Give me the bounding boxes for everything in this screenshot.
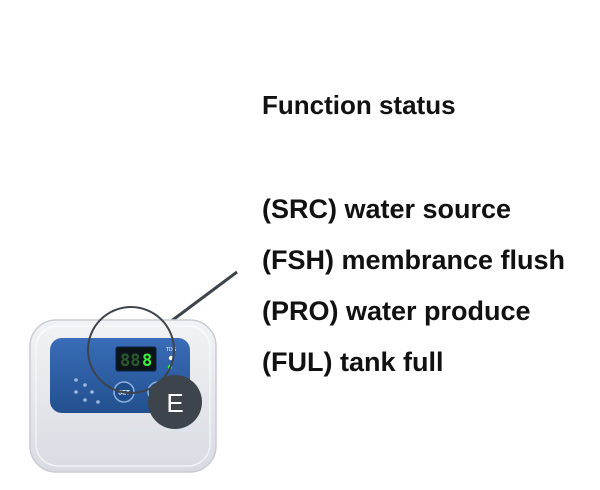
status-item-src: (SRC) water source bbox=[262, 194, 512, 224]
function-status-list: (SRC) water source (FSH) membrance flush… bbox=[262, 192, 565, 396]
led-dim-digits: 88 bbox=[120, 351, 140, 371]
indicator-dot bbox=[83, 398, 87, 402]
set-button-label: SET bbox=[118, 391, 130, 397]
status-item-ful: (FUL) tank full bbox=[262, 347, 444, 377]
indicator-dot bbox=[90, 390, 94, 394]
led-display bbox=[115, 346, 157, 372]
indicator-dot bbox=[74, 390, 78, 394]
function-status-heading: Function status bbox=[262, 90, 456, 120]
indicator-dot bbox=[74, 378, 78, 382]
indicator-dot bbox=[83, 383, 87, 387]
callout-line bbox=[169, 270, 238, 324]
callout-circle bbox=[87, 306, 175, 394]
tds-label: TDS bbox=[166, 347, 177, 353]
callout-badge-letter: E bbox=[166, 388, 183, 418]
status-item-fsh: (FSH) membrance flush bbox=[262, 245, 566, 275]
status-item-pro: (PRO) water produce bbox=[262, 296, 531, 326]
led-digit: 8 bbox=[142, 351, 152, 371]
callout-badge bbox=[148, 375, 202, 429]
indicator-dot bbox=[96, 400, 100, 404]
